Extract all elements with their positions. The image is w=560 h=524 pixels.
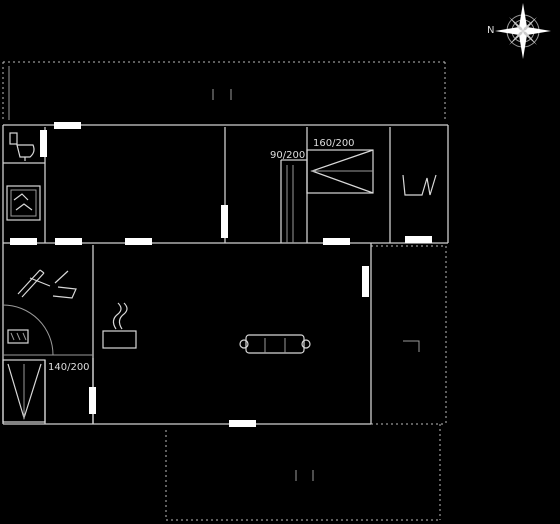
kitchen-sink-icon (17, 269, 77, 299)
bed-size-label-top: 160/200 (313, 138, 355, 149)
terrace-top (2, 61, 446, 122)
single-bed-icon (2, 359, 46, 423)
double-bed-icon (306, 149, 374, 194)
wardrobe-icon (402, 174, 437, 196)
terrace-bottom (165, 424, 441, 521)
doors (10, 122, 432, 427)
bed-size-label-small: 90/200 (270, 150, 306, 161)
toilet-icon (9, 132, 35, 161)
door-swing-arc (2, 304, 54, 356)
sofa-icon (239, 334, 311, 354)
appliance-icon (7, 329, 29, 344)
bed-size-label-left: 140/200 (48, 362, 90, 373)
shower-icon (6, 185, 41, 221)
compass-rose-icon (495, 3, 551, 59)
walls (2, 124, 449, 425)
annex-right (371, 245, 447, 425)
compass-north-label: N (487, 25, 495, 36)
stove-icon (102, 302, 137, 349)
